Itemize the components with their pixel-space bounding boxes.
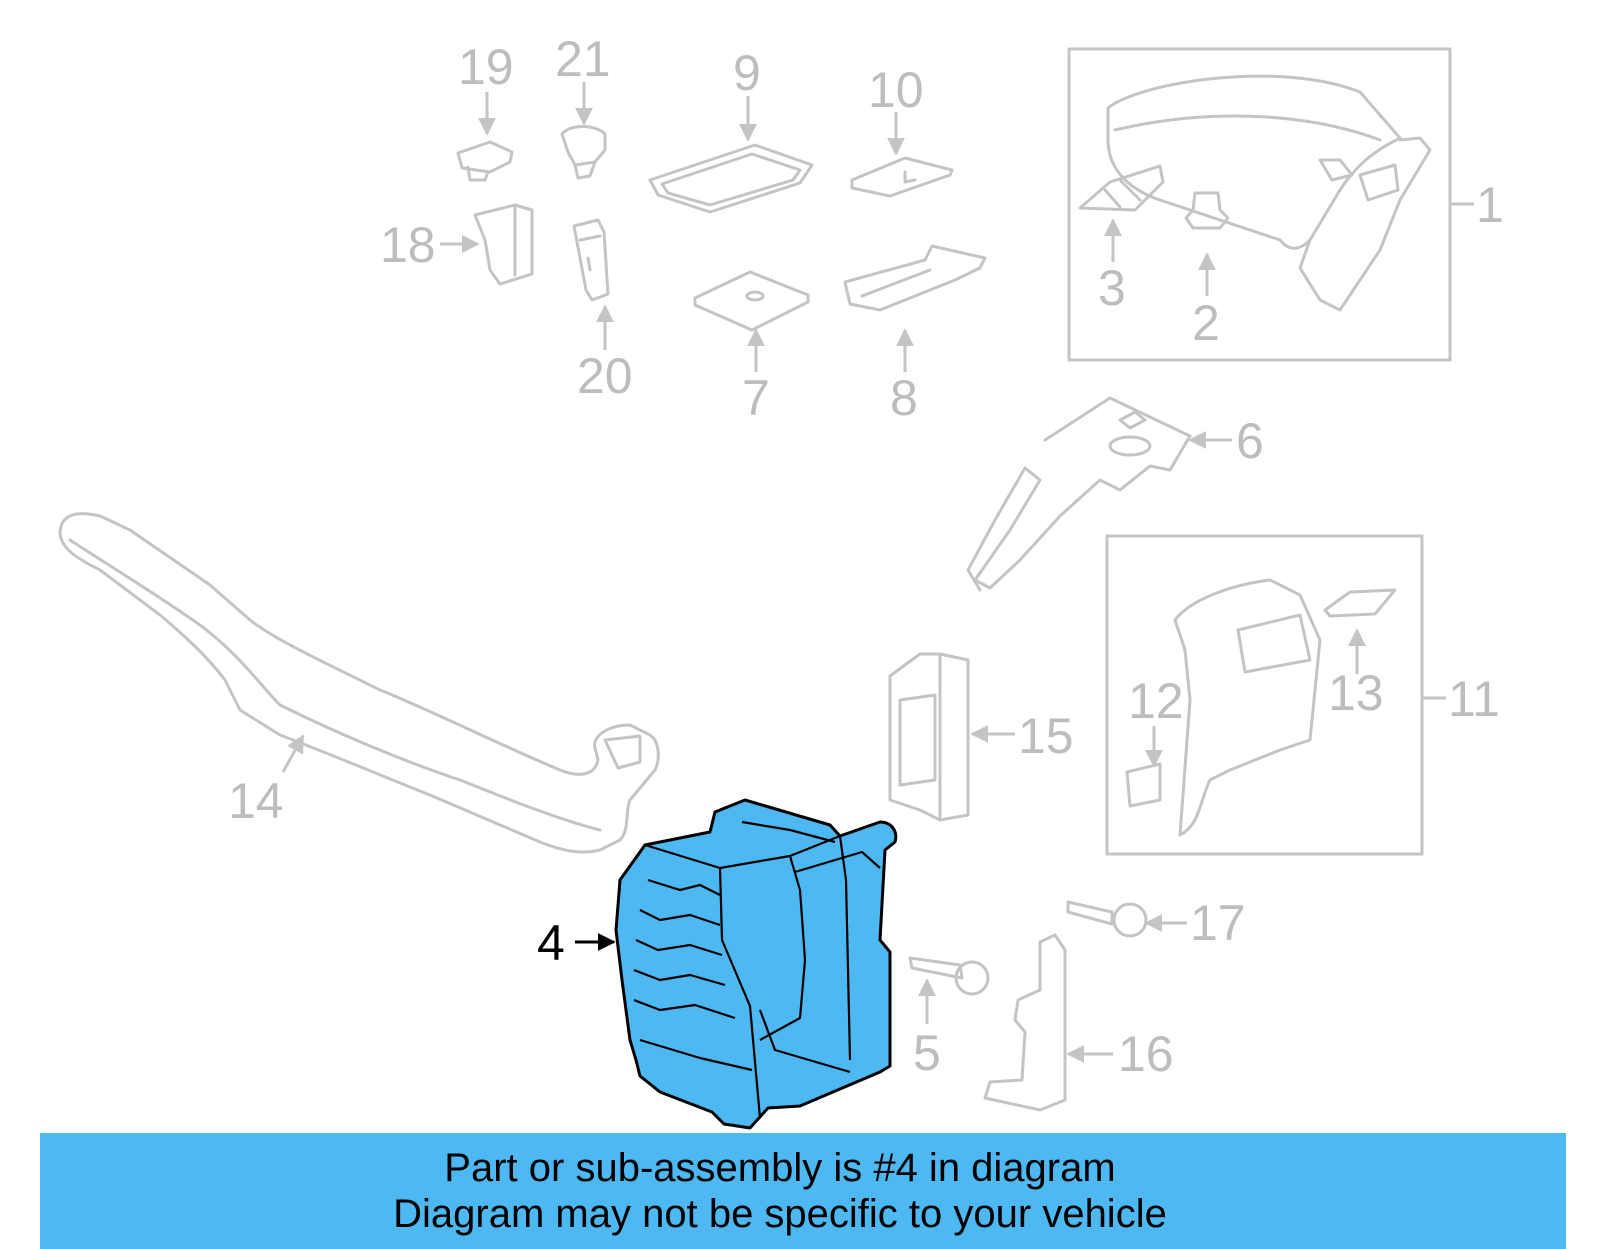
label-6: 6 (1236, 413, 1264, 469)
label-17: 17 (1190, 895, 1246, 951)
part-7-plate (693, 270, 810, 332)
label-9: 9 (733, 45, 761, 101)
part-17-screw (1066, 900, 1148, 938)
part-19-cap (456, 140, 514, 182)
part-13-mat (1323, 588, 1397, 618)
part-9-mat (648, 143, 814, 214)
part-4-body (614, 798, 898, 1130)
label-8: 8 (890, 370, 918, 426)
part-6-bracket (966, 396, 1192, 592)
label-3: 3 (1098, 260, 1126, 316)
part-1-armrest (1106, 74, 1432, 312)
part-4-console-box (614, 798, 898, 1130)
label-12: 12 (1128, 673, 1184, 729)
part-10-mat (850, 156, 954, 198)
label-7: 7 (742, 370, 770, 426)
label-20: 20 (577, 348, 633, 404)
label-14: 14 (228, 773, 284, 829)
label-2: 2 (1192, 295, 1220, 351)
part-12-clip (1125, 762, 1162, 808)
part-20-socket (572, 218, 610, 302)
label-18: 18 (380, 217, 436, 273)
label-16: 16 (1118, 1026, 1174, 1082)
part-11-rear-panel (1173, 578, 1322, 837)
callout-box-11 (1105, 534, 1424, 856)
label-10: 10 (868, 62, 924, 118)
callout-box-1 (1067, 47, 1452, 362)
part-21-switch (560, 125, 607, 180)
label-11: 11 (1448, 671, 1500, 727)
banner-line-1: Part or sub-assembly is #4 in diagram (444, 1146, 1116, 1190)
label-1: 1 (1476, 177, 1504, 233)
label-4: 4 (537, 915, 565, 971)
part-5-screw (908, 956, 990, 996)
part-16-trim (983, 933, 1067, 1112)
part-8-tray (843, 244, 987, 312)
part-3-clip (1078, 164, 1165, 212)
label-15: 15 (1018, 708, 1074, 764)
part-14-duct (58, 512, 660, 854)
part-18-socket (473, 203, 534, 286)
label-5: 5 (913, 1025, 941, 1081)
label-13: 13 (1328, 665, 1384, 721)
banner-line-2: Diagram may not be specific to your vehi… (393, 1192, 1167, 1236)
leader-arrows (281, 82, 1474, 1063)
part-2-fastener (1184, 191, 1230, 230)
info-banner: Part or sub-assembly is #4 in diagram Di… (40, 1133, 1566, 1249)
part-15-duct (888, 652, 970, 822)
label-21: 21 (555, 31, 611, 87)
label-19: 19 (458, 39, 514, 95)
